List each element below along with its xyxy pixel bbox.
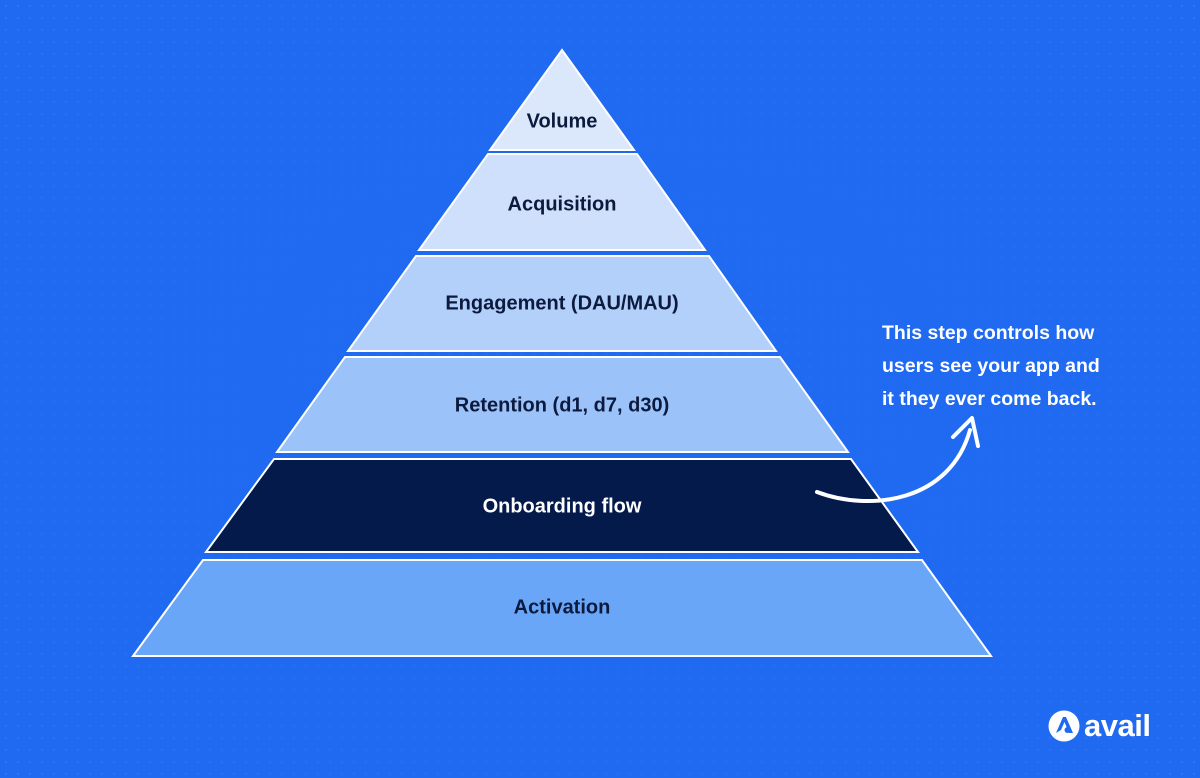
- avail-logo-icon: [1048, 710, 1080, 742]
- callout-line: it they ever come back.: [882, 388, 1097, 411]
- callout-line: This step controls how: [882, 322, 1095, 344]
- tier-volume: Volume: [488, 48, 636, 151]
- tier-label-retention: Retention (d1, d7, d30): [455, 394, 669, 416]
- tier-retention: Retention (d1, d7, d30): [275, 356, 850, 453]
- tier-engagement: Engagement (DAU/MAU): [346, 255, 778, 352]
- tier-label-onboarding-flow: Onboarding flow: [483, 495, 642, 517]
- tier-activation: Activation: [131, 559, 993, 657]
- avail-logo: avail: [1048, 706, 1151, 746]
- brand-name: avail: [1084, 708, 1151, 743]
- tier-label-engagement: Engagement (DAU/MAU): [445, 292, 678, 314]
- tier-label-acquisition: Acquisition: [508, 193, 617, 215]
- tier-acquisition: Acquisition: [417, 153, 707, 251]
- curved-arrow-icon: [815, 416, 980, 503]
- tier-label-volume: Volume: [527, 110, 598, 132]
- tier-label-activation: Activation: [514, 596, 611, 618]
- callout-text: This step controls how users see your ap…: [882, 317, 1152, 416]
- tier-onboarding-flow: Onboarding flow: [204, 458, 920, 553]
- callout-line: users see your app and: [882, 355, 1100, 378]
